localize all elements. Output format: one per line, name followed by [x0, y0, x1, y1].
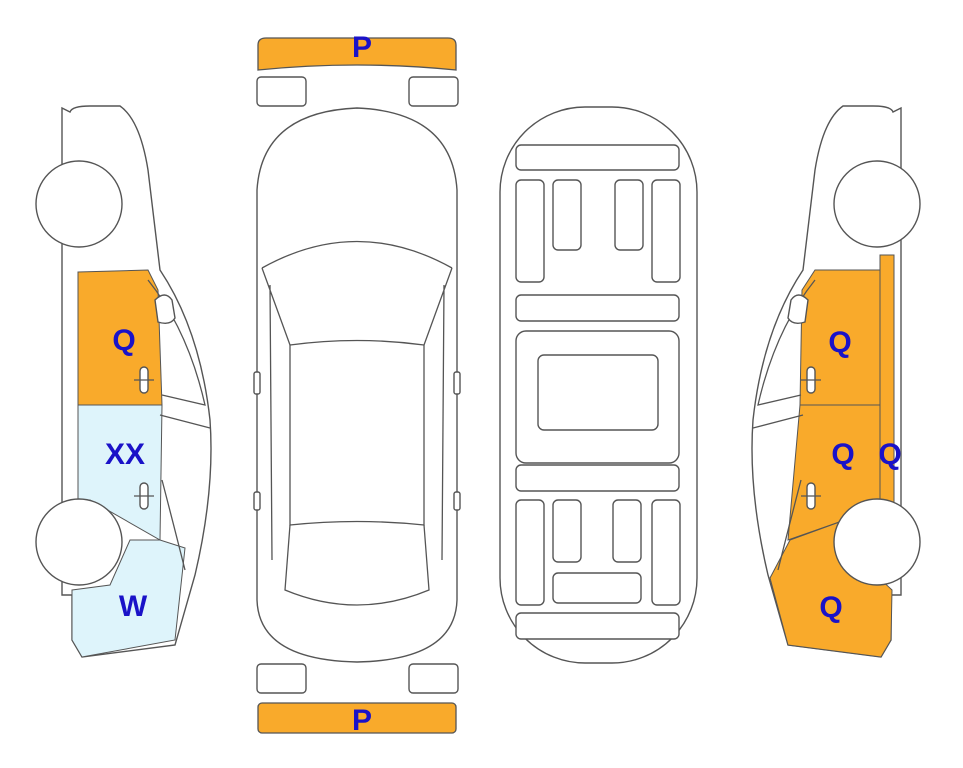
- underside-front-left-rail: [515, 179, 545, 283]
- top-view-left-mirror: [253, 371, 261, 395]
- label-rear-bumper: P: [352, 704, 372, 737]
- right-rear-wheel: [833, 498, 921, 586]
- top-view-right-handle: [453, 491, 461, 511]
- label-right-front-door: Q: [828, 326, 851, 359]
- top-view-left-handle: [253, 491, 261, 511]
- underside-center-panel: [537, 354, 659, 431]
- right-rear-door-handle: [801, 482, 821, 510]
- underside-rear-left-box: [552, 499, 582, 563]
- rear-right-light: [408, 663, 459, 694]
- underside-rear-right-rail: [651, 499, 681, 606]
- underside-rear-left-rail: [515, 499, 545, 606]
- right-side-window-line: [752, 279, 816, 571]
- underside-cross-member-1: [515, 294, 680, 322]
- underside-front-left-box: [552, 179, 582, 251]
- front-bumper-panel: [257, 37, 457, 71]
- right-front-wheel: [833, 160, 921, 248]
- right-front-door-handle: [801, 366, 821, 394]
- right-rear-quarter-panel: [769, 519, 893, 658]
- top-view-windshield: [261, 240, 453, 346]
- left-rear-quarter-panel: [71, 539, 186, 658]
- right-mirror: [787, 294, 809, 325]
- label-front-bumper: P: [352, 31, 372, 64]
- left-side-window-line: [147, 279, 211, 571]
- top-view-roof: [289, 345, 425, 526]
- underside-rear-center-box: [552, 572, 642, 604]
- top-view: [253, 37, 461, 734]
- label-left-rear-door: XX: [105, 438, 145, 471]
- label-right-rear-quarter: Q: [819, 591, 842, 624]
- front-right-light: [408, 76, 459, 107]
- label-right-pillar: Q: [878, 438, 901, 471]
- left-side-view: [35, 105, 212, 658]
- underside-cross-member-2: [515, 464, 680, 492]
- top-view-a-pillars: [261, 267, 453, 561]
- top-view-body: [256, 107, 458, 663]
- underside-front-bar: [515, 144, 680, 171]
- left-rear-door-handle: [134, 482, 154, 510]
- label-left-rear-quarter: W: [119, 590, 148, 623]
- underside-rear-right-box: [612, 499, 642, 563]
- rear-left-light: [256, 663, 307, 694]
- underside-view: [499, 106, 698, 664]
- left-mirror: [154, 294, 176, 325]
- top-view-right-mirror: [453, 371, 461, 395]
- damage-labels: P P Q XX W Q Q Q Q: [105, 31, 902, 737]
- label-left-front-door: Q: [112, 324, 135, 357]
- label-right-rear-door: Q: [831, 438, 854, 471]
- left-front-door-handle: [134, 366, 154, 394]
- rear-bumper-panel: [257, 702, 457, 734]
- underside-rear-bar: [515, 612, 680, 640]
- underside-front-right-rail: [651, 179, 681, 283]
- left-rear-wheel: [35, 498, 123, 586]
- underside-front-right-box: [614, 179, 644, 251]
- front-left-light: [256, 76, 307, 107]
- left-front-wheel: [35, 160, 123, 248]
- right-side-view: [751, 105, 921, 658]
- right-pillar-panel: [879, 254, 895, 521]
- top-view-rear-glass: [284, 524, 430, 606]
